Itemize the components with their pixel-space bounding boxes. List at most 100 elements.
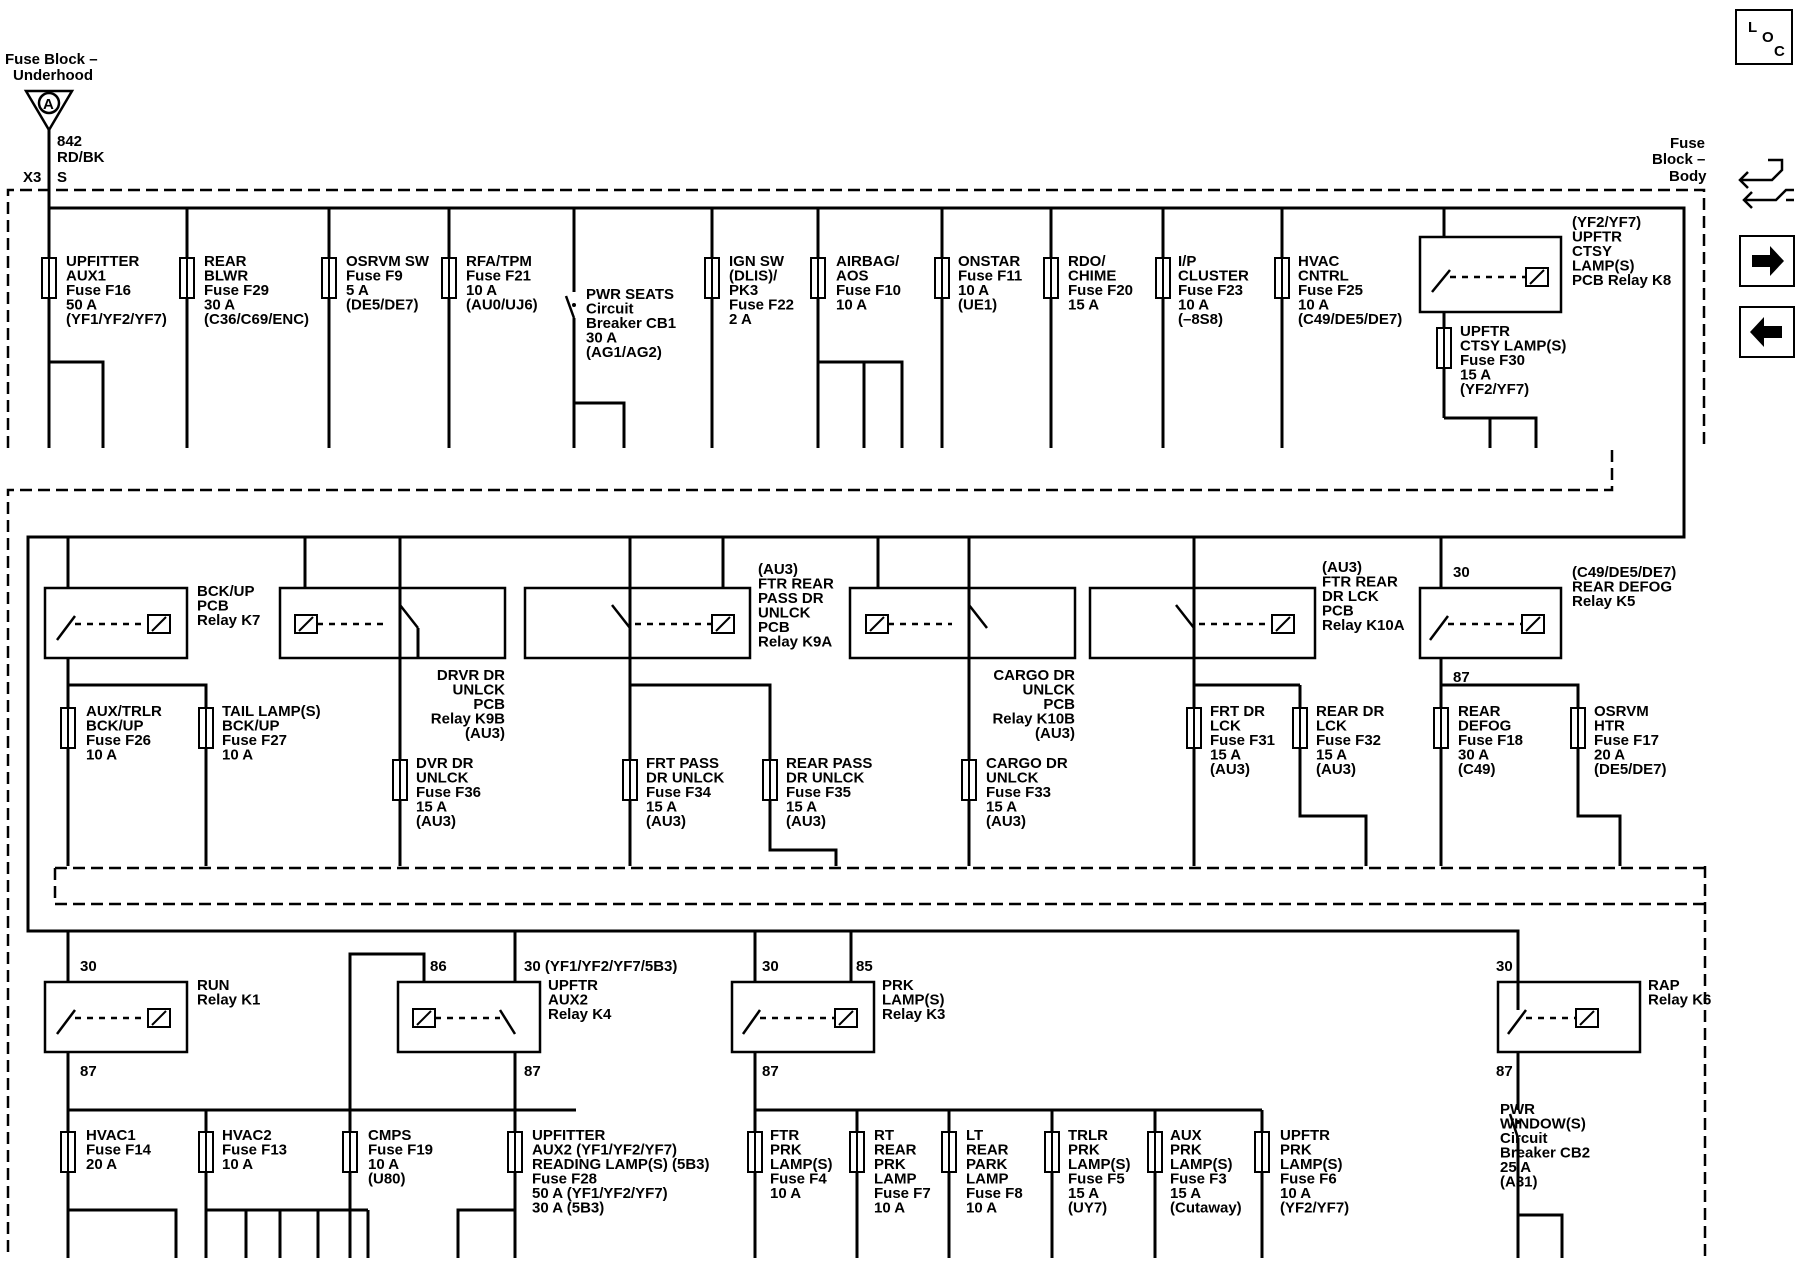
label-line: DR UNLCK [786,770,864,787]
label-line: 10 A [368,1156,399,1173]
row2-wiring [43,537,1622,866]
label-line: 10 A [770,1185,801,1202]
label-line: (C49) [1458,761,1496,778]
label-line: 10 A [958,282,989,299]
arrow-left-icon [1750,317,1782,347]
label-line: 15 A [1170,1185,1201,1202]
circuit-breaker-icon [564,295,576,319]
next-page-button[interactable] [1739,235,1795,287]
fuse-symbol-icon [941,1131,957,1173]
label-line: FRT PASS [646,755,719,772]
label-line: Relay K7 [197,612,260,629]
label-line: PCB Relay K8 [1572,272,1671,289]
fuse-symbol-icon [1436,327,1452,369]
label-line: Fuse F32 [1316,732,1381,749]
label-line: 50 A (YF1/YF2/YF7) [532,1185,668,1202]
label-line: Fuse F29 [204,282,269,299]
label-line: PRK [874,1156,906,1173]
fuse-symbol-icon [810,257,826,299]
label-line: LAMP [966,1171,1009,1188]
arrow-right-icon [1752,246,1784,276]
label-line: PK3 [729,282,758,299]
label-line: Breaker CB1 [586,315,676,332]
label-line: (AU3) [1210,761,1250,778]
label-line: 15 A [416,799,447,816]
label-line: 15 A [986,799,1017,816]
label-line: PCB [758,619,790,636]
fuse-symbol-icon [60,1131,76,1173]
label-line: Fuse F23 [1178,282,1243,299]
label-line: (DE5/DE7) [1594,761,1667,778]
label-line: PCB [197,598,229,615]
label-line: CARGO DR [986,755,1068,772]
label-line: BCK/UP [197,583,255,600]
label-line: Fuse F33 [986,784,1051,801]
row3-wiring [43,931,1642,1258]
label-line: Relay K1 [197,992,260,1009]
label-line: 10 A [86,747,117,764]
label-line: Fuse F27 [222,732,287,749]
label-line: 10 A [222,747,253,764]
label-line: 10 A [466,282,497,299]
label-line: BLWR [204,268,248,285]
label-line: Fuse F30 [1460,352,1525,369]
label-line: REAR [1458,703,1501,720]
circuit-breaker-icon [1508,1113,1520,1139]
fuse-symbol-icon [1147,1131,1163,1173]
label-line: PWR [1500,1101,1535,1118]
relay-k10a-symbol [1088,586,1317,660]
label-line: LAMP(S) [770,1156,833,1173]
label-line: 10 A [874,1200,905,1217]
label-line: UPFTR [548,977,598,994]
svg-text:L: L [1748,19,1757,36]
label-line: Relay K3 [882,1006,945,1023]
label-line: LAMP(S) [1280,1156,1343,1173]
label-line: LCK [1210,718,1241,735]
circuit-number: 842 [57,133,82,150]
label-line: (C49/DE5/DE7) [1298,311,1402,328]
relay-k3-symbol [730,980,876,1054]
fuse-symbol-icon [507,1131,523,1173]
row1-wiring [41,208,1563,448]
label-line: DEFOG [1458,718,1511,735]
svg-text:30: 30 [762,958,779,975]
label-line: Fuse F9 [346,268,403,285]
svg-text:86: 86 [430,958,447,975]
label-line: 30 A [204,297,235,314]
label-line: CARGO DR [993,667,1075,684]
fuse-symbol-icon [1155,257,1171,299]
label-line: Fuse F5 [1068,1171,1125,1188]
label-line: PCB [473,696,505,713]
label-line: I/P [1178,253,1196,270]
label-line: Relay K10A [1322,617,1405,634]
location-view-button[interactable]: L O C [1735,9,1793,65]
label-line: Fuse F25 [1298,282,1363,299]
label-line: (AU3) [758,561,798,578]
swap-arrows-icon[interactable] [1738,158,1794,209]
source-connector: Fuse Block – Underhood A 842 RD/BK X3 S [5,51,105,186]
label-line: LAMP(S) [882,992,945,1009]
previous-page-button[interactable] [1739,306,1795,358]
label-line: Relay K9B [431,711,505,728]
label-line: (AU3) [465,725,505,742]
label-line: 10 A [1178,297,1209,314]
label-line: (AU3) [786,813,826,830]
fuse-symbol-icon [1044,1131,1060,1173]
label-line: (U80) [368,1171,406,1188]
label-line: (AG1/AG2) [586,344,662,361]
fuse-symbol-icon [179,257,195,299]
label-line: UPFTR [1572,229,1622,246]
